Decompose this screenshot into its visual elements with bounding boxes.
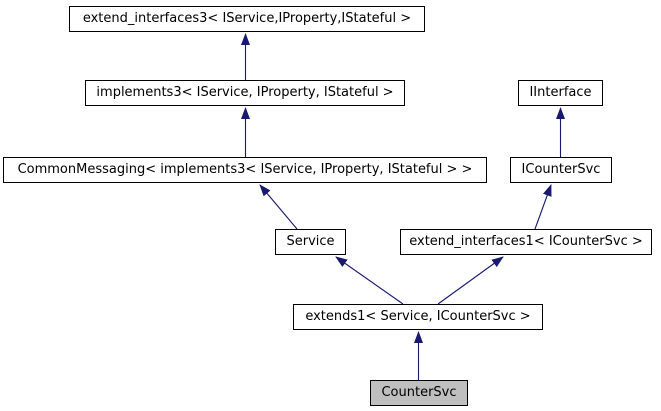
edge-extend_interfaces1-to-icountersvc bbox=[534, 184, 552, 230]
node-extends1[interactable]: extends1< Service, ICounterSvc > bbox=[293, 304, 543, 330]
edge-service-to-common_messaging bbox=[259, 184, 298, 230]
node-icountersvc[interactable]: ICounterSvc bbox=[510, 157, 612, 183]
node-extend_interfaces1[interactable]: extend_interfaces1< ICounterSvc > bbox=[400, 229, 652, 255]
edge-extends1-to-service bbox=[335, 256, 404, 305]
node-iinterface[interactable]: IInterface bbox=[518, 80, 603, 106]
edge-extends1-to-extend_interfaces1 bbox=[437, 256, 504, 305]
node-countersvc: CounterSvc bbox=[370, 380, 468, 406]
node-service[interactable]: Service bbox=[275, 229, 346, 255]
node-common_messaging[interactable]: CommonMessaging< implements3< IService, … bbox=[3, 157, 487, 183]
node-extend_interfaces3[interactable]: extend_interfaces3< IService,IProperty,I… bbox=[69, 6, 425, 32]
node-implements3[interactable]: implements3< IService, IProperty, IState… bbox=[85, 80, 405, 106]
